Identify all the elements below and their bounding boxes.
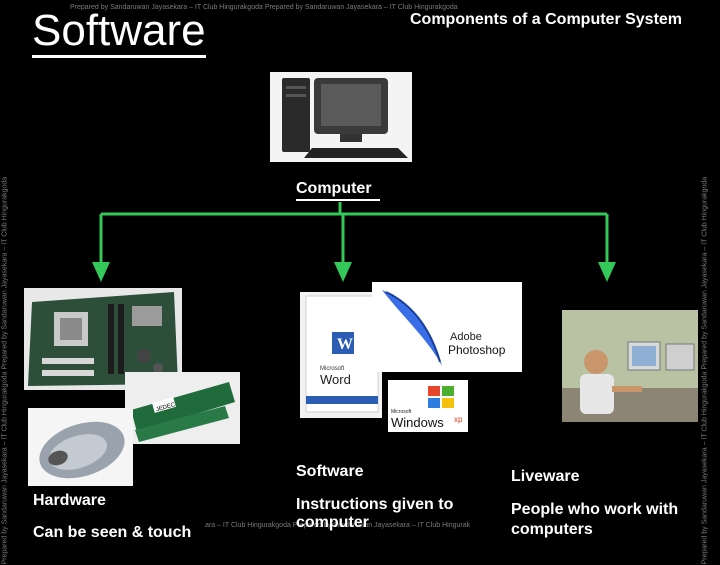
watermark-top: Prepared by Sandaruwan Jayasekara – IT C… xyxy=(70,4,458,11)
mouse-image xyxy=(28,408,133,486)
computer-label-underline xyxy=(296,199,380,201)
watermark-bottom: ara – IT Club Hingurakgoda Prepared by S… xyxy=(205,522,471,529)
hardware-label: Hardware xyxy=(33,492,106,509)
windows-suffix: xp xyxy=(454,415,463,424)
photoshop-name: Photoshop xyxy=(448,343,506,357)
computer-image xyxy=(270,72,412,162)
photoshop-vendor: Adobe xyxy=(450,331,482,343)
liveware-label: Liveware xyxy=(511,468,580,485)
liveware-description: People who work with computers xyxy=(511,501,679,538)
slide-title: Software xyxy=(32,6,206,58)
photoshop-image: Adobe Photoshop xyxy=(372,282,522,372)
word-name: Word xyxy=(320,372,351,387)
motherboard-image xyxy=(24,288,182,390)
liveware-photo xyxy=(562,310,698,422)
ram-image: JEDEC xyxy=(125,372,240,444)
software-label: Software xyxy=(296,463,364,480)
ram-label: JEDEC xyxy=(155,402,176,413)
arrow-head-liveware xyxy=(598,262,616,282)
arrow-head-software xyxy=(334,262,352,282)
software-description: Instructions given to computer xyxy=(296,496,454,531)
svg-text:W: W xyxy=(337,336,353,353)
windows-vendor: Microsoft xyxy=(391,409,412,415)
windows-name: Windows xyxy=(391,415,444,430)
windows-xp-image: Microsoft Windows xp xyxy=(388,380,468,432)
slide-subtitle: Components of a Computer System xyxy=(410,11,683,28)
hardware-description: Can be seen & touch xyxy=(33,524,192,541)
connector-arrows xyxy=(92,202,616,282)
arrow-head-hardware xyxy=(92,262,110,282)
word-vendor: Microsoft xyxy=(320,366,345,372)
computer-label: Computer xyxy=(296,180,372,197)
word-box-image: W Microsoft Word xyxy=(300,292,382,418)
